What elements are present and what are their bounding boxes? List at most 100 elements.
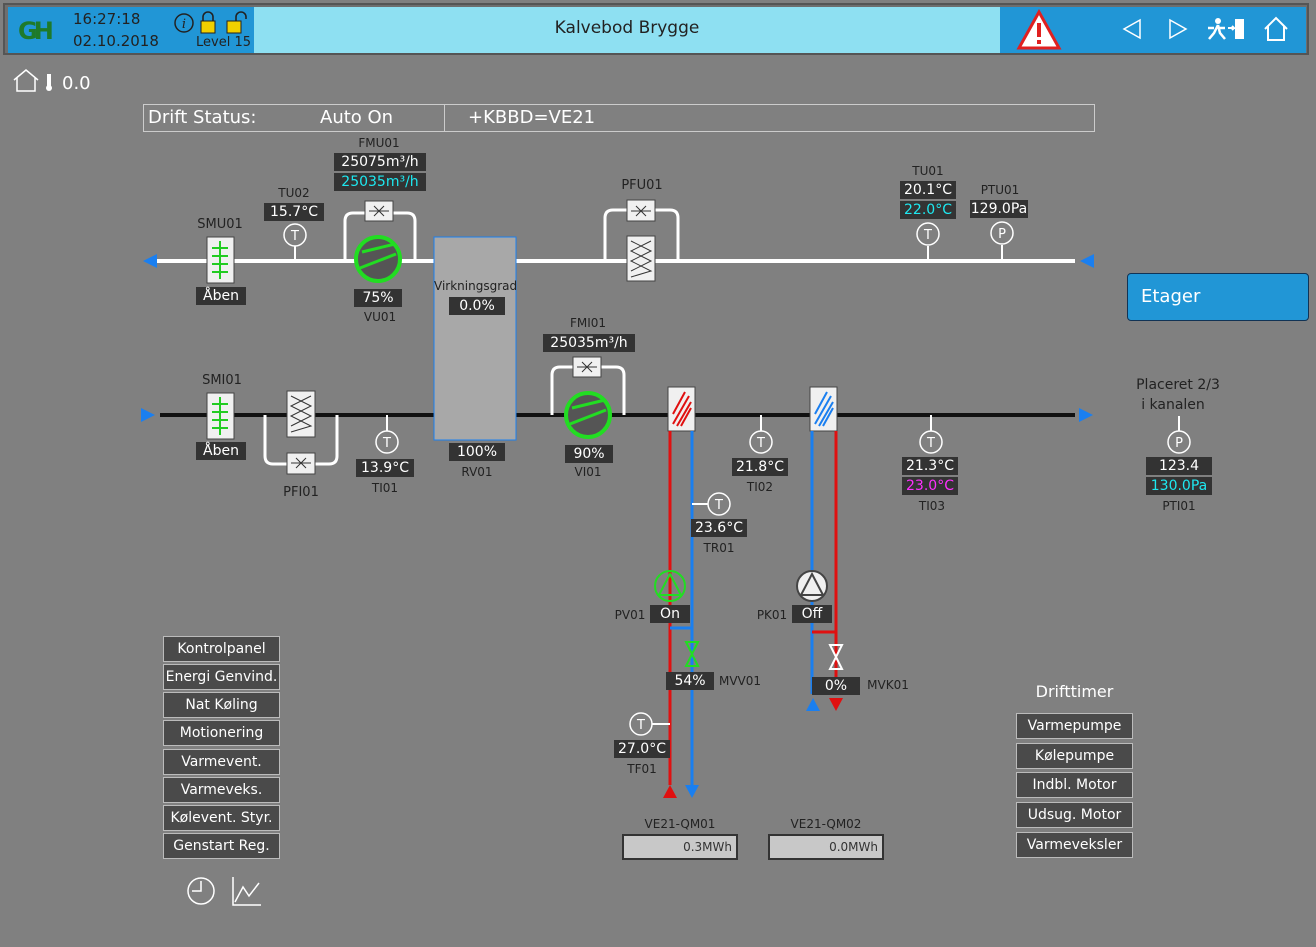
svg-text:P: P xyxy=(998,227,1006,242)
tu01-tag: TU01 xyxy=(912,164,944,178)
lock-icon[interactable] xyxy=(200,11,216,34)
ptu01-value[interactable]: 129.0Pa xyxy=(970,200,1028,218)
home-icon[interactable] xyxy=(1262,15,1290,43)
heating-in-arrow xyxy=(663,785,677,798)
sensor-ti01: T xyxy=(375,415,399,454)
pti01-actual[interactable]: 123.4 xyxy=(1146,457,1212,475)
fmi01-value[interactable]: 25035m³/h xyxy=(543,334,635,352)
sensor-tu01: T xyxy=(916,222,940,261)
back-icon[interactable] xyxy=(1120,17,1144,41)
menu-motionering[interactable]: Motionering xyxy=(163,720,280,746)
drifttimer-indbl-motor[interactable]: Indbl. Motor xyxy=(1016,772,1133,798)
pv01-state[interactable]: On xyxy=(650,605,690,623)
vu01-value[interactable]: 75% xyxy=(354,289,402,307)
ti03-setpoint[interactable]: 23.0°C xyxy=(902,477,958,495)
menu-varmevent-styr[interactable]: Varmevent. Styr. xyxy=(163,749,280,794)
drifttimer-kolepumpe[interactable]: Kølepumpe xyxy=(1016,743,1133,769)
supply-out-arrow xyxy=(1079,408,1093,422)
status-bar xyxy=(143,104,1095,132)
placement-note-line2: i kanalen xyxy=(1141,397,1205,413)
info-icon[interactable]: i xyxy=(174,13,194,33)
qm01-tag: VE21-QM01 xyxy=(644,817,716,831)
tf01-value[interactable]: 27.0°C xyxy=(614,740,670,758)
menu-varmeveks-styr[interactable]: Varmeveks. Styr. xyxy=(163,777,280,822)
svg-text:T: T xyxy=(714,498,723,513)
ti03-actual[interactable]: 21.3°C xyxy=(902,457,958,475)
supply-filter-pfi01 xyxy=(263,390,339,475)
tu02-tag: TU02 xyxy=(278,186,310,200)
efficiency-value[interactable]: 0.0% xyxy=(449,297,505,315)
mvk01-value[interactable]: 0% xyxy=(812,677,860,695)
fmu01-setpoint[interactable]: 25035m³/h xyxy=(334,173,426,191)
drifttimer-udsug-motor[interactable]: Udsug. Motor xyxy=(1016,802,1133,828)
alarm-warning-icon[interactable] xyxy=(1016,9,1062,51)
ti01-value[interactable]: 13.9°C xyxy=(356,459,414,477)
pfi01-tag: PFI01 xyxy=(283,485,319,500)
tu01-setpoint[interactable]: 22.0°C xyxy=(900,201,956,219)
sensor-ti02: T xyxy=(749,415,773,454)
rv01-value[interactable]: 100% xyxy=(449,443,505,461)
unlock-icon[interactable] xyxy=(226,11,247,34)
fmu01-actual[interactable]: 25075m³/h xyxy=(334,153,426,171)
menu-nat-koling[interactable]: Nat Køling xyxy=(163,692,280,718)
placement-note-line1: Placeret 2/3 xyxy=(1136,377,1220,393)
tr01-value[interactable]: 23.6°C xyxy=(691,519,747,537)
system-id: +KBBD=VE21 xyxy=(468,107,596,128)
mvv01-tag: MVV01 xyxy=(718,674,762,688)
qm02-value[interactable]: 0.0MWh xyxy=(768,834,884,860)
drifttimer-varmeveksler[interactable]: Varmeveksler xyxy=(1016,832,1133,858)
qm01-value[interactable]: 0.3MWh xyxy=(622,834,738,860)
menu-energi-genvind[interactable]: Energi Genvind. xyxy=(163,664,280,690)
rv01-tag: RV01 xyxy=(461,465,493,479)
svg-text:T: T xyxy=(290,229,299,244)
header-icons: i xyxy=(174,11,247,34)
pk01-state[interactable]: Off xyxy=(792,605,832,623)
vu01-tag: VU01 xyxy=(363,310,397,324)
menu-genstart-reg[interactable]: Genstart Reg. xyxy=(163,833,280,859)
supply-fan-vi01 xyxy=(564,391,612,439)
menu-kontrolpanel[interactable]: Kontrolpanel xyxy=(163,636,280,662)
status-mode: Auto On xyxy=(320,107,394,128)
pump-pv01 xyxy=(654,570,686,602)
exhaust-damper-smu01 xyxy=(206,236,235,284)
logout-icon[interactable] xyxy=(1204,15,1248,43)
pv01-tag: PV01 xyxy=(614,608,646,622)
drifttimer-title: Drifttimer xyxy=(1035,682,1114,701)
smu01-state[interactable]: Åben xyxy=(196,287,246,305)
svg-text:T: T xyxy=(756,436,765,451)
pti01-tag: PTI01 xyxy=(1162,499,1196,513)
svg-text:i: i xyxy=(182,17,186,32)
ti03-tag: TI03 xyxy=(918,499,946,513)
heating-coil xyxy=(667,386,696,432)
sensor-pti01: P xyxy=(1167,416,1191,454)
ti02-value[interactable]: 21.8°C xyxy=(732,458,788,476)
svg-text:P: P xyxy=(1175,436,1183,451)
qm02-tag: VE21-QM02 xyxy=(790,817,862,831)
etager-button[interactable]: Etager xyxy=(1127,273,1309,321)
menu-kolevent-styr[interactable]: Kølevent. Styr. xyxy=(163,805,280,831)
page-title: Kalvebod Brygge xyxy=(554,18,700,38)
pump-pk01 xyxy=(796,570,828,602)
svg-text:T: T xyxy=(926,436,935,451)
drifttimer-varmepumpe[interactable]: Varmepumpe xyxy=(1016,713,1133,739)
fmi01-tag: FMI01 xyxy=(569,316,607,330)
mvv01-value[interactable]: 54% xyxy=(666,672,714,690)
vi01-value[interactable]: 90% xyxy=(565,445,613,463)
supply-in-arrow xyxy=(141,408,155,422)
tu01-actual[interactable]: 20.1°C xyxy=(900,181,956,199)
svg-text:T: T xyxy=(923,228,932,243)
cooling-coil xyxy=(809,386,838,432)
clock-time: 16:27:18 xyxy=(73,10,141,28)
outdoor-temp-icon xyxy=(13,69,52,92)
svg-text:T: T xyxy=(382,436,391,451)
mvk01-tag: MVK01 xyxy=(867,678,909,692)
exhaust-out-arrow xyxy=(143,254,157,268)
cooling-in-arrow xyxy=(806,698,820,711)
header-title-panel xyxy=(254,7,1000,53)
user-level: Level 15 xyxy=(196,35,251,50)
tu02-value[interactable]: 15.7°C xyxy=(264,203,324,221)
smi01-state[interactable]: Åben xyxy=(196,442,246,460)
forward-icon[interactable] xyxy=(1166,17,1190,41)
pti01-setpoint[interactable]: 130.0Pa xyxy=(1146,477,1212,495)
